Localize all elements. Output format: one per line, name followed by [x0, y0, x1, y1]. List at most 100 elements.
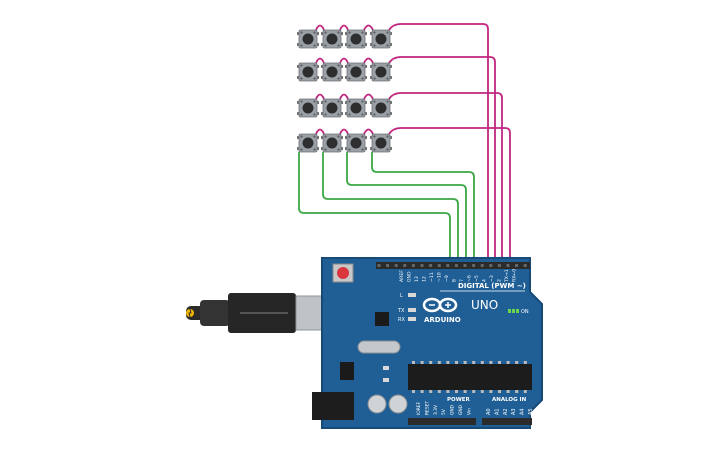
keypad-button[interactable]	[321, 133, 343, 153]
digital-pin-label: ~3	[489, 275, 495, 282]
digital-pin-label: 4	[482, 279, 488, 282]
digital-pin-label: TX→1	[504, 269, 510, 283]
column-wire	[322, 152, 459, 263]
reset-button-icon[interactable]	[332, 263, 354, 283]
digital-pin-label: AREF	[399, 270, 405, 282]
digital-pin-label: ~6	[467, 275, 473, 282]
analog-pin-label: A5	[528, 408, 534, 415]
row-jumper-wire	[339, 128, 349, 135]
digital-pin-label: 7	[459, 279, 465, 282]
power-led-icon	[508, 309, 519, 313]
analog-pin-label: A3	[511, 408, 517, 415]
digital-pin-label: 8	[452, 279, 458, 282]
power-pin-label: RESET	[424, 401, 430, 415]
keypad-button[interactable]	[345, 62, 367, 82]
digital-pin-label: 13	[414, 276, 420, 282]
keypad-button[interactable]	[370, 29, 392, 49]
analog-pin-label: A1	[494, 408, 500, 415]
power-pin-label: Vin	[466, 408, 472, 415]
keypad-button[interactable]	[345, 98, 367, 118]
analog-header	[482, 418, 532, 425]
digital-pin-holes	[377, 264, 527, 267]
usb-chip	[375, 312, 389, 326]
row-wire	[388, 56, 496, 263]
keypad-button[interactable]	[297, 29, 319, 49]
row-jumper-wire	[363, 128, 374, 135]
power-jack	[312, 392, 354, 420]
capacitor-2	[388, 394, 408, 414]
keypad-matrix[interactable]	[297, 29, 392, 153]
usb-cable-icon[interactable]	[186, 293, 335, 333]
power-pin-label: IOREF	[416, 401, 422, 415]
row-jumper-wire	[363, 57, 374, 64]
l-label: L	[400, 293, 403, 299]
column-wire	[298, 152, 451, 263]
row-wire	[388, 92, 503, 263]
arduino-logo-icon	[422, 297, 458, 313]
row-jumper-wire	[363, 24, 374, 31]
digital-header-label: DIGITAL (PWM ~)	[458, 282, 526, 290]
power-pin-label: 3.3V	[433, 405, 439, 415]
rx-led	[408, 317, 416, 321]
on-label: ON	[521, 309, 529, 315]
digital-pin-label: GND	[407, 271, 413, 282]
digital-pin-label: 12	[422, 276, 428, 282]
capacitor-1	[367, 394, 387, 414]
column-wire	[371, 152, 475, 263]
power-header	[408, 418, 476, 425]
row-jumper-wire	[339, 93, 349, 100]
row-jumper-wire	[339, 24, 349, 31]
atmega-chip	[408, 361, 532, 393]
power-pin-label: GND	[450, 404, 456, 415]
analog-pin-label: A4	[520, 408, 526, 415]
rx-label: RX	[398, 317, 405, 323]
digital-pin-label: ~11	[429, 272, 435, 282]
keypad-button[interactable]	[297, 62, 319, 82]
row-jumper-wire	[339, 57, 349, 64]
row-jumper-wire	[315, 128, 325, 135]
analog-pin-label: A2	[503, 408, 509, 415]
keypad-button[interactable]	[297, 133, 319, 153]
digital-pin-label: ~5	[474, 275, 480, 282]
voltage-regulator	[340, 362, 354, 380]
row-jumper-wire	[315, 24, 325, 31]
column-wire	[346, 152, 467, 263]
wires-layer	[298, 23, 511, 263]
row-jumper-wire	[315, 93, 325, 100]
keypad-button[interactable]	[297, 98, 319, 118]
tx-led	[408, 308, 416, 312]
digital-pin-label: ~9	[444, 275, 450, 282]
l-led	[408, 293, 416, 297]
power-pin-label: GND	[458, 404, 464, 415]
crystal	[357, 340, 401, 354]
digital-pin-label: ~10	[437, 272, 443, 282]
row-jumper-wire	[363, 93, 374, 100]
analog-pin-label: A0	[486, 408, 492, 415]
digital-header	[376, 262, 530, 269]
brand-label: ARDUINO	[424, 316, 461, 324]
keypad-button[interactable]	[370, 133, 392, 153]
keypad-button[interactable]	[321, 98, 343, 118]
tx-label: TX	[397, 308, 405, 314]
model-label: UNO	[471, 298, 498, 312]
digital-pin-label: RX←0	[512, 269, 518, 282]
keypad-button[interactable]	[370, 98, 392, 118]
row-wire	[388, 127, 511, 263]
keypad-button[interactable]	[321, 29, 343, 49]
row-wire	[388, 23, 489, 263]
power-pin-label: 5V	[441, 409, 447, 415]
power-header-label: POWER	[447, 397, 471, 403]
row-jumper-wire	[315, 57, 325, 64]
analog-header-label: ANALOG IN	[492, 397, 527, 403]
keypad-button[interactable]	[345, 133, 367, 153]
keypad-button[interactable]	[370, 62, 392, 82]
keypad-button[interactable]	[345, 29, 367, 49]
digital-pin-label: 2	[497, 279, 503, 282]
keypad-button[interactable]	[321, 62, 343, 82]
